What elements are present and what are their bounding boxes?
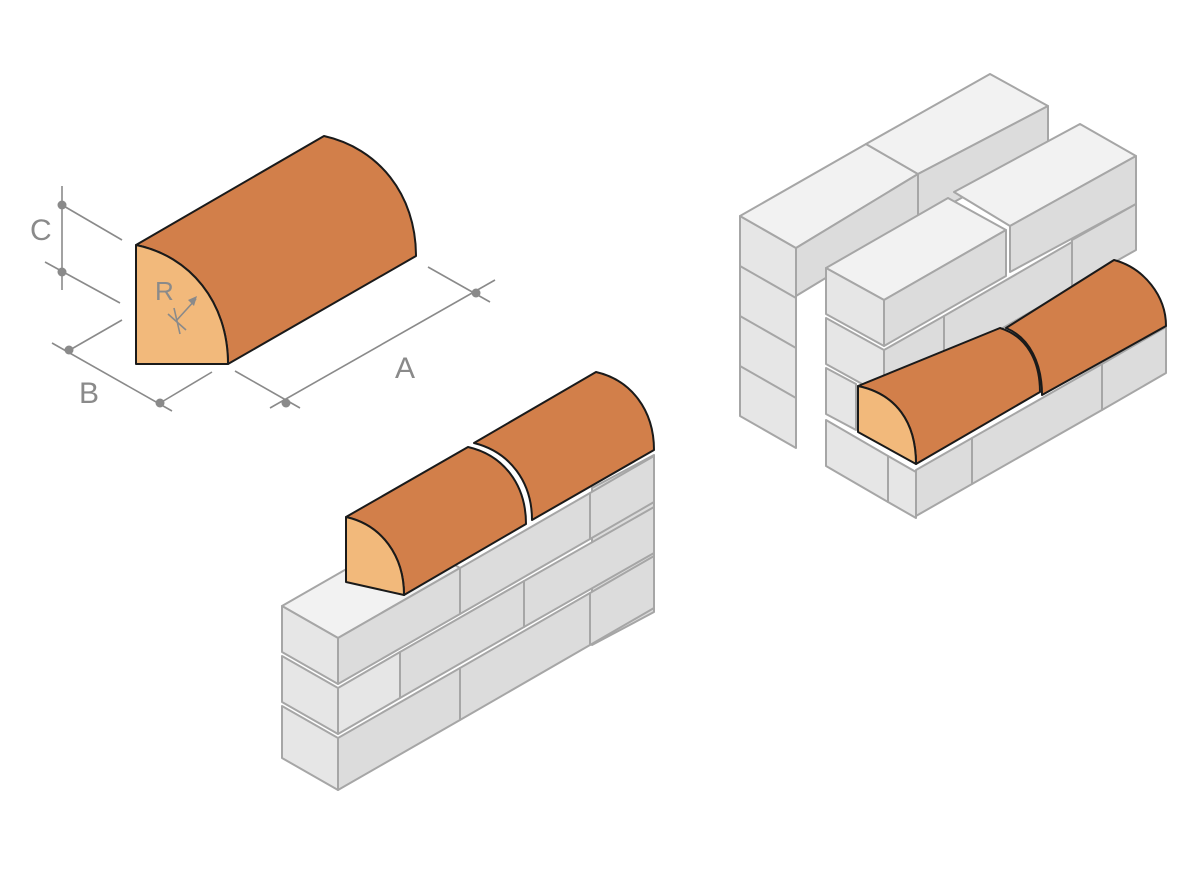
pier-brick-back [1005, 259, 1167, 396]
coping-brick-end [345, 516, 405, 596]
wall-coping-bricks [345, 371, 655, 596]
width-label-b: B [79, 377, 99, 410]
pier-with-bullnose [739, 73, 1167, 519]
dimensioned-brick: C B A R [30, 135, 496, 412]
length-label-a: A [395, 352, 415, 385]
dimension-dots [57, 200, 481, 408]
radius-label-r: R [155, 276, 174, 306]
height-label-c: C [30, 214, 52, 247]
brick-end-face [135, 244, 229, 365]
wall-with-coping [281, 454, 655, 791]
pier-bullnose-bricks [857, 259, 1167, 465]
pier-brick-end [857, 385, 917, 465]
coping-brick-back [473, 371, 655, 521]
